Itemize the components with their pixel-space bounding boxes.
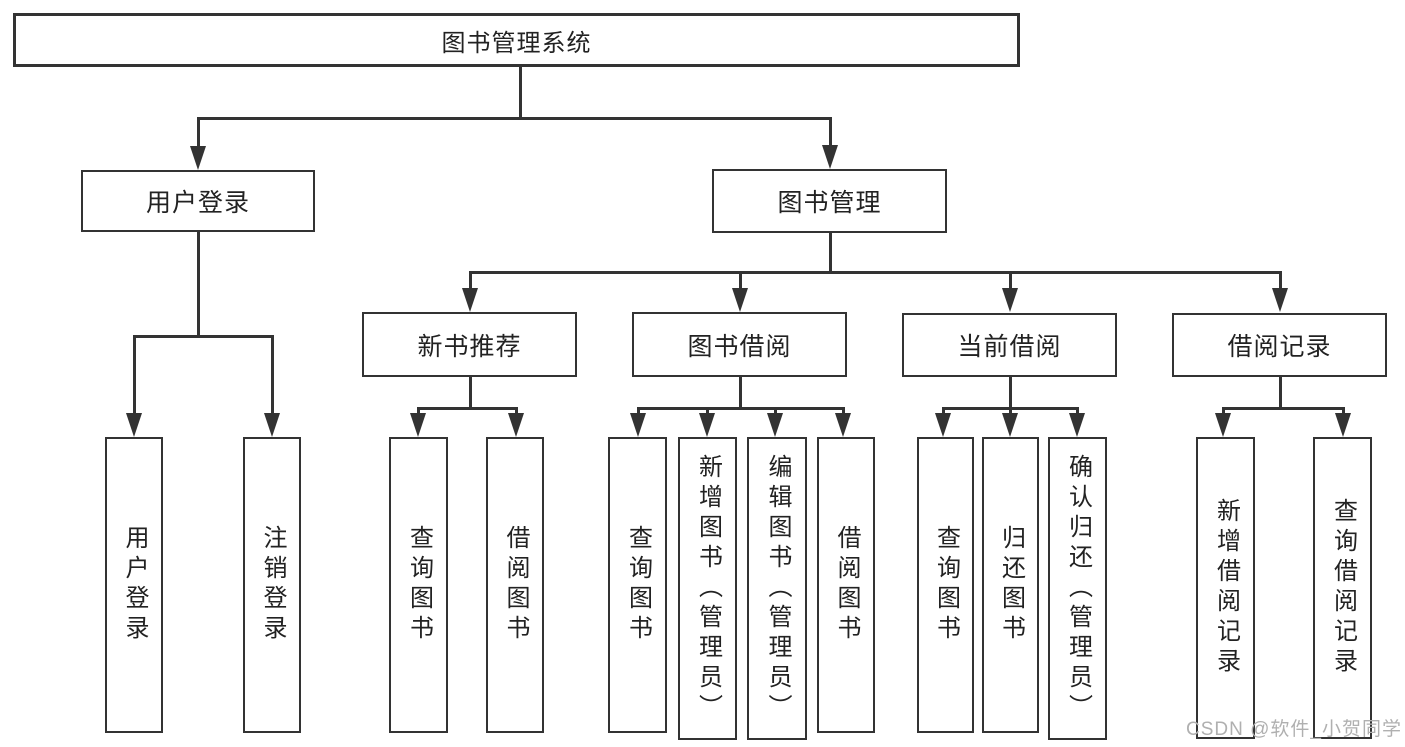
arrowhead-to-book-borrowing: [731, 288, 748, 312]
leaf-label: 新增图书（管理员）: [694, 453, 722, 724]
connector-user-login-distribution-line: [132, 334, 274, 338]
connector-book-borrowing-distribution-line: [636, 406, 845, 410]
connector-current-borrowing-drop: [1008, 377, 1012, 408]
node-book-management-branch: 图书管理: [712, 169, 947, 233]
leaf-label: 查询图书: [624, 525, 652, 645]
connector-book-management-distribution-line: [468, 270, 1282, 274]
connector-user-login-drop: [196, 232, 200, 336]
arrowhead-to-user-login: [189, 146, 206, 170]
connector-borrowing-records-drop: [1278, 377, 1282, 408]
arrowhead-to-book-management: [821, 145, 838, 169]
node-label: 图书管理: [777, 189, 882, 217]
node-label: 当前借阅: [957, 333, 1062, 361]
arrowhead-to-br-add-record: [1214, 413, 1231, 437]
connector-book-borrowing-drop: [738, 377, 742, 408]
leaf-label: 查询借阅记录: [1329, 498, 1357, 678]
arrowhead-to-borrowing-records: [1271, 288, 1288, 312]
arrowhead-to-cb-return-book: [1001, 413, 1018, 437]
arrowhead-to-leaf-logout: [263, 413, 280, 437]
node-new-book-recommendation: 新书推荐: [362, 312, 577, 377]
connector-to-new-book-rec: [468, 272, 472, 288]
leaf-bb-query-book: 查询图书: [608, 437, 667, 733]
arrowhead-to-cb-query-book: [934, 413, 951, 437]
node-label: 图书借阅: [687, 332, 792, 361]
connector-new-book-rec-drop: [468, 377, 472, 408]
connector-new-book-rec-distribution-line: [416, 406, 518, 410]
leaf-cb-confirm-return-admin: 确认归还（管理员）: [1048, 437, 1107, 740]
connector-root-distribution-line: [196, 116, 832, 120]
leaf-user-login: 用户登录: [105, 437, 163, 733]
leaf-bb-add-book-admin: 新增图书（管理员）: [678, 437, 737, 740]
leaf-label: 查询图书: [932, 525, 960, 645]
leaf-label: 注销登录: [259, 525, 286, 645]
connector-to-bb-query-book: [636, 408, 640, 413]
connector-to-leaf-user-login: [132, 336, 136, 413]
connector-to-cb-return-book: [1008, 408, 1012, 413]
leaf-label: 新增借阅记录: [1212, 498, 1240, 678]
leaf-label: 借阅图书: [502, 525, 529, 645]
connector-to-br-query-record: [1341, 408, 1345, 413]
leaf-label: 确认归还（管理员）: [1064, 453, 1092, 724]
arrowhead-to-bb-query-book: [629, 413, 646, 437]
connector-to-rec-query-book: [416, 408, 420, 413]
leaf-br-query-record: 查询借阅记录: [1313, 437, 1372, 739]
node-user-login-branch: 用户登录: [81, 170, 315, 232]
leaf-br-add-record: 新增借阅记录: [1196, 437, 1255, 739]
leaf-label: 借阅图书: [833, 525, 860, 645]
connector-to-current-borrowing: [1008, 272, 1012, 288]
leaf-label: 用户登录: [121, 525, 148, 645]
node-root-library-management-system: 图书管理系统: [13, 13, 1020, 67]
arrowhead-to-cb-confirm-return: [1068, 413, 1085, 437]
leaf-logout: 注销登录: [243, 437, 301, 733]
arrowhead-to-bb-borrow-book: [834, 413, 851, 437]
leaf-label: 编辑图书（管理员）: [764, 453, 791, 724]
connector-root-drop: [518, 67, 522, 118]
arrowhead-to-br-query-record: [1334, 413, 1351, 437]
arrowhead-to-rec-borrow-book: [507, 413, 524, 437]
leaf-bb-borrow-book: 借阅图书: [817, 437, 875, 733]
leaf-cb-return-book: 归还图书: [982, 437, 1039, 733]
node-book-borrowing: 图书借阅: [632, 312, 847, 377]
connector-to-user-login: [196, 118, 200, 146]
leaf-label: 归还图书: [997, 525, 1025, 645]
connector-to-cb-query-book: [941, 408, 945, 413]
connector-borrowing-records-distribution-line: [1221, 406, 1345, 410]
connector-to-cb-confirm-return: [1075, 408, 1079, 413]
connector-to-bb-edit-book: [773, 408, 777, 413]
connector-to-book-borrowing: [738, 272, 742, 288]
connector-to-bb-add-book: [705, 408, 709, 413]
connector-to-rec-borrow-book: [514, 408, 518, 413]
leaf-cb-query-book: 查询图书: [917, 437, 974, 733]
connector-to-leaf-logout: [270, 336, 274, 413]
leaf-rec-query-book: 查询图书: [389, 437, 448, 733]
node-borrowing-records: 借阅记录: [1172, 313, 1387, 377]
connector-to-bb-borrow-book: [841, 408, 845, 413]
connector-to-book-management: [828, 118, 832, 145]
node-label: 借阅记录: [1227, 333, 1332, 361]
arrowhead-to-rec-query-book: [409, 413, 426, 437]
leaf-rec-borrow-book: 借阅图书: [486, 437, 544, 733]
leaf-label: 查询图书: [405, 525, 433, 645]
node-current-borrowing: 当前借阅: [902, 313, 1117, 377]
arrowhead-to-leaf-user-login: [125, 413, 142, 437]
connector-book-management-drop: [828, 233, 832, 272]
node-label: 新书推荐: [417, 332, 522, 361]
node-label: 图书管理系统: [441, 29, 592, 57]
arrowhead-to-current-borrowing: [1001, 288, 1018, 312]
connector-to-borrowing-records: [1278, 272, 1282, 288]
csdn-watermark: CSDN @软件_小贺同学: [1186, 719, 1402, 740]
arrowhead-to-bb-edit-book: [766, 413, 783, 437]
connector-to-br-add-record: [1221, 408, 1225, 413]
node-label: 用户登录: [145, 189, 250, 217]
arrowhead-to-bb-add-book: [698, 413, 715, 437]
arrowhead-to-new-book-rec: [461, 288, 478, 312]
leaf-bb-edit-book-admin: 编辑图书（管理员）: [747, 437, 807, 740]
